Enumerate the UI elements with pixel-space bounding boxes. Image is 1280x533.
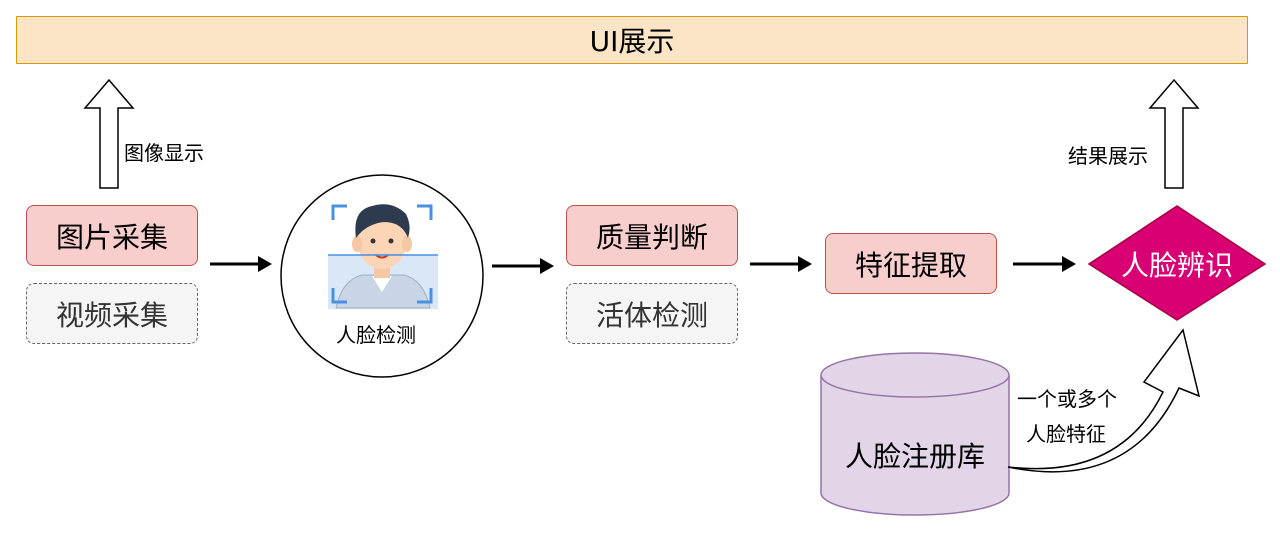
hollow-up-arrow-left	[83, 78, 135, 189]
feature-extraction-box: 特征提取	[825, 233, 997, 294]
ui-display-label: UI展示	[589, 25, 675, 58]
image-capture-box: 图片采集	[26, 205, 198, 266]
liveness-detection-label: 活体检测	[595, 298, 708, 332]
arrowhead-4	[1062, 256, 1076, 272]
feature-extraction-label: 特征提取	[854, 248, 967, 282]
quality-judgment-box: 质量判断	[566, 205, 738, 266]
face-avatar-icon	[328, 204, 438, 309]
curved-hollow-arrow	[1007, 328, 1201, 473]
hollow-up-arrow-right	[1148, 78, 1200, 189]
arrowhead-2	[540, 258, 554, 274]
face-detection-label: 人脸检测	[336, 323, 416, 347]
features-label-line1: 一个或多个	[1017, 387, 1117, 411]
ui-display-banner: UI展示	[16, 16, 1248, 64]
features-label-line2: 人脸特征	[1026, 422, 1106, 446]
liveness-detection-box: 活体检测	[566, 283, 738, 344]
arrowhead-1	[258, 256, 272, 272]
image-capture-label: 图片采集	[55, 220, 168, 254]
quality-judgment-label: 质量判断	[595, 220, 708, 254]
arrowhead-3	[798, 256, 812, 272]
image-display-label: 图像显示	[124, 141, 204, 165]
face-registry-label: 人脸注册库	[844, 440, 985, 473]
video-capture-box: 视频采集	[26, 283, 198, 344]
result-display-label: 结果展示	[1068, 144, 1148, 168]
face-recognition-diamond	[1087, 205, 1267, 321]
face-recognition-label: 人脸辨识	[1120, 249, 1233, 282]
video-capture-label: 视频采集	[55, 298, 168, 332]
face-registry-cylinder	[820, 352, 1010, 516]
